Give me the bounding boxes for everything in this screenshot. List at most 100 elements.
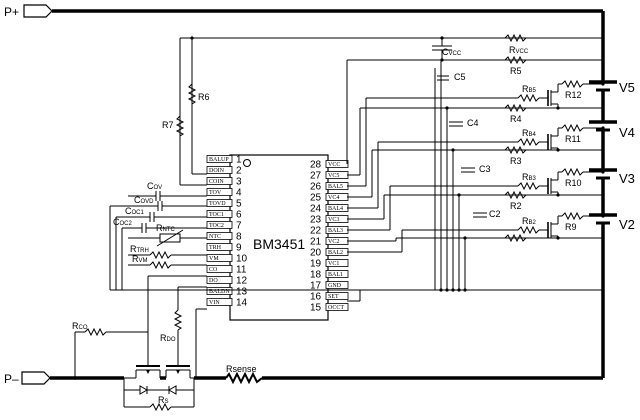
coc2-label: COC2	[113, 217, 133, 227]
sense-resistor-2	[504, 190, 527, 200]
cvcc-label: CVCC	[442, 47, 462, 57]
r7-resistor	[175, 115, 185, 137]
rco-resistor	[84, 327, 107, 337]
pin-name-23: VC3	[328, 217, 339, 223]
sense-resistor-1	[504, 233, 527, 243]
rtrh-resistor	[149, 250, 172, 260]
right-pin-group: VCC28VC527BAL526VC425BAL424VC323BAL322VC…	[310, 160, 349, 314]
bleed-resistor-label-4: R11	[565, 134, 581, 144]
pin-box-7	[206, 221, 233, 229]
rsense-resistor	[225, 371, 263, 385]
gate-resistor-4	[517, 137, 540, 147]
pin-name-24: BAL4	[328, 206, 343, 212]
pin-number-24: 24	[310, 204, 322, 215]
pin-number-15: 15	[310, 303, 322, 314]
pin-box-15	[325, 303, 349, 311]
sense-resistor-label-3: R3	[510, 156, 522, 166]
pin-number-10: 10	[236, 254, 248, 265]
gate-resistor-label-4: RB4	[522, 128, 537, 138]
pin-number-20: 20	[310, 248, 322, 259]
c4-label: C4	[467, 118, 479, 128]
gate-resistor-label-3: RB3	[522, 172, 537, 182]
pin-box-14	[206, 298, 233, 306]
bleed-resistor-label-3: R10	[565, 178, 582, 188]
sense-resistor-label-2: R2	[510, 201, 522, 211]
pin-number-2: 2	[236, 166, 242, 177]
chip-body	[229, 154, 329, 321]
sense-resistor-4	[504, 103, 527, 113]
pin-box-8	[206, 232, 233, 240]
pin-name-10: VM	[209, 256, 219, 262]
pin-name-5: TOVD	[209, 201, 226, 207]
chip-name: BM3451	[253, 236, 305, 252]
r7-label: R7	[162, 120, 174, 130]
gate-resistor-2	[517, 225, 540, 235]
bleed-resistor-4	[561, 123, 584, 133]
pin-number-25: 25	[310, 193, 322, 204]
cell-v3-label: V3	[619, 171, 635, 186]
pin-box-4	[206, 188, 233, 196]
rdo-resistor	[173, 309, 183, 331]
rs-resistor	[149, 402, 172, 412]
pin-box-16	[325, 292, 349, 300]
p-plus-label: P+	[4, 5, 19, 19]
pin-number-4: 4	[236, 188, 242, 199]
pin-name-27: VC5	[328, 173, 339, 179]
pin-number-26: 26	[310, 182, 322, 193]
pin-box-12	[206, 276, 233, 284]
cell-v2-label: V2	[619, 217, 635, 232]
pin-name-20: BAL2	[328, 250, 343, 256]
pin-number-7: 7	[236, 221, 242, 232]
pin-box-11	[206, 265, 233, 273]
pin-number-5: 5	[236, 199, 242, 210]
sense-resistor-3	[504, 145, 527, 155]
sense-capacitors: C5 C4 C3 C2	[434, 60, 501, 290]
rs-label: RS	[158, 395, 169, 405]
rco-label: RCO	[72, 321, 88, 331]
pin-number-18: 18	[310, 270, 322, 281]
pin-name-18: BAL1	[328, 272, 343, 278]
pin-name-1: BALUP	[209, 157, 229, 163]
r6-resistor	[187, 83, 197, 105]
pin-name-4: TOV	[209, 190, 222, 196]
pin-name-19: VC1	[328, 261, 339, 267]
pin-box-19	[325, 259, 349, 267]
charge-mosfet	[124, 362, 161, 379]
pin-box-9	[206, 243, 233, 251]
pin-number-13: 13	[236, 287, 248, 298]
r5-resistor	[504, 55, 527, 65]
pin-number-21: 21	[310, 237, 322, 248]
c2-label: C2	[489, 209, 501, 219]
right-bottom-wiring	[347, 288, 605, 302]
pin-box-13	[206, 287, 233, 295]
pin-number-9: 9	[236, 243, 242, 254]
pin-number-3: 3	[236, 177, 242, 188]
gate-resistor-3	[517, 181, 540, 191]
p-minus-terminal	[21, 371, 51, 385]
pin-box-3	[206, 177, 233, 185]
discharge-mosfet	[165, 362, 194, 379]
pin-box-5	[206, 199, 233, 207]
pin-number-22: 22	[310, 226, 322, 237]
pin-name-2: DOIN	[209, 168, 225, 174]
rvm-resistor	[149, 260, 172, 270]
rvm-label: RVM	[132, 254, 148, 264]
top-wiring: R6 R7 RVCC CVCC R5	[162, 33, 605, 186]
bleed-resistor-5	[561, 79, 584, 89]
sense-resistor-label-4: R4	[510, 114, 522, 124]
r6-label: R6	[198, 92, 210, 102]
cell-v5-label: V5	[619, 80, 635, 95]
pin-box-10	[206, 254, 233, 262]
pin-name-7: TOC2	[209, 223, 224, 229]
pin-name-26: BAL5	[328, 184, 343, 190]
pin-number-28: 28	[310, 160, 322, 171]
rdo-label: RDO	[160, 333, 176, 343]
pin-number-23: 23	[310, 215, 322, 226]
r5-label: R5	[510, 66, 522, 76]
gate-resistor-5	[517, 93, 540, 103]
